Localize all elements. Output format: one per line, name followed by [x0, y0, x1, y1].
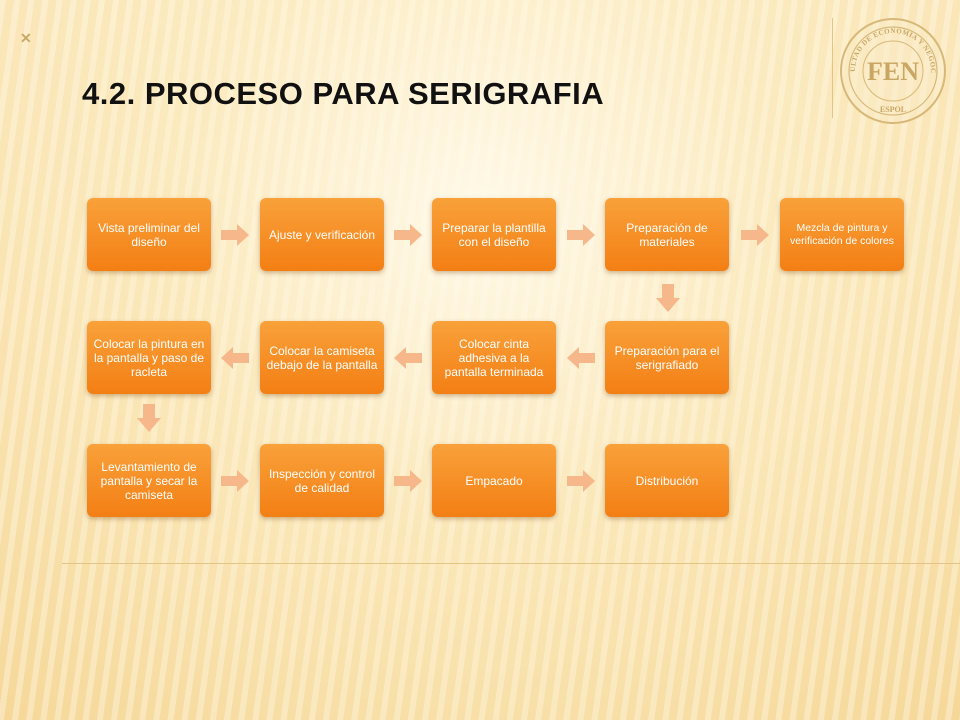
step-label: Preparar la plantilla con el diseño	[442, 220, 546, 249]
step-label: Levantamiento de pantalla y secar la cam…	[100, 459, 198, 502]
step-13-distribucion: Distribución	[605, 444, 729, 517]
logo-center-text: FEN	[867, 57, 919, 86]
step-label: Inspección y control de calidad	[268, 466, 376, 495]
step-2-ajuste-verificacion: Ajuste y verificación	[260, 198, 384, 271]
step-4-preparacion-materiales: Preparación de materiales	[605, 198, 729, 271]
step-label: Preparación para el serigrafiado	[614, 343, 720, 372]
step-label: Mezcla de pintura y verificación de colo…	[790, 221, 894, 247]
step-1-vista-preliminar: Vista preliminar del diseño	[87, 198, 211, 271]
step-9-colocar-pintura: Colocar la pintura en la pantalla y paso…	[87, 321, 211, 394]
arrow-down-icon	[137, 404, 161, 432]
arrow-right-icon	[741, 224, 769, 246]
horizontal-divider	[62, 563, 960, 564]
slide-title: 4.2. PROCESO PARA SERIGRAFIA	[82, 76, 605, 111]
step-3-preparar-plantilla: Preparar la plantilla con el diseño	[432, 198, 556, 271]
step-label: Ajuste y verificación	[268, 227, 376, 242]
step-11-inspeccion-calidad: Inspección y control de calidad	[260, 444, 384, 517]
step-label: Colocar cinta adhesiva a la pantalla ter…	[444, 336, 544, 379]
step-5-mezcla-pintura: Mezcla de pintura y verificación de colo…	[780, 198, 904, 271]
arrow-right-icon	[221, 470, 249, 492]
step-label: Empacado	[465, 473, 523, 488]
step-7-cinta-adhesiva: Colocar cinta adhesiva a la pantalla ter…	[432, 321, 556, 394]
vertical-divider	[832, 18, 833, 118]
step-label: Vista preliminar del diseño	[98, 220, 200, 249]
arrow-right-icon	[567, 470, 595, 492]
fen-espol-seal: FACULTAD DE ECONOMIA Y NEGOCIOS FEN ESPO…	[838, 16, 946, 124]
arrow-down-icon	[656, 284, 680, 312]
corner-x-mark: ✕	[20, 30, 32, 46]
arrow-right-icon	[221, 224, 249, 246]
logo-bottom-text: ESPOL	[880, 105, 906, 114]
arrow-right-icon	[567, 224, 595, 246]
step-6-preparacion-serigrafiado: Preparación para el serigrafiado	[605, 321, 729, 394]
step-8-colocar-camiseta: Colocar la camiseta debajo de la pantall…	[260, 321, 384, 394]
arrow-right-icon	[394, 224, 422, 246]
step-label: Preparación de materiales	[626, 220, 708, 249]
step-10-levantamiento-pantalla: Levantamiento de pantalla y secar la cam…	[87, 444, 211, 517]
arrow-left-icon	[394, 347, 422, 369]
arrow-left-icon	[567, 347, 595, 369]
step-label: Colocar la camiseta debajo de la pantall…	[266, 343, 378, 372]
step-12-empacado: Empacado	[432, 444, 556, 517]
step-label: Colocar la pintura en la pantalla y paso…	[93, 336, 205, 379]
step-label: Distribución	[635, 473, 699, 488]
arrow-right-icon	[394, 470, 422, 492]
arrow-left-icon	[221, 347, 249, 369]
